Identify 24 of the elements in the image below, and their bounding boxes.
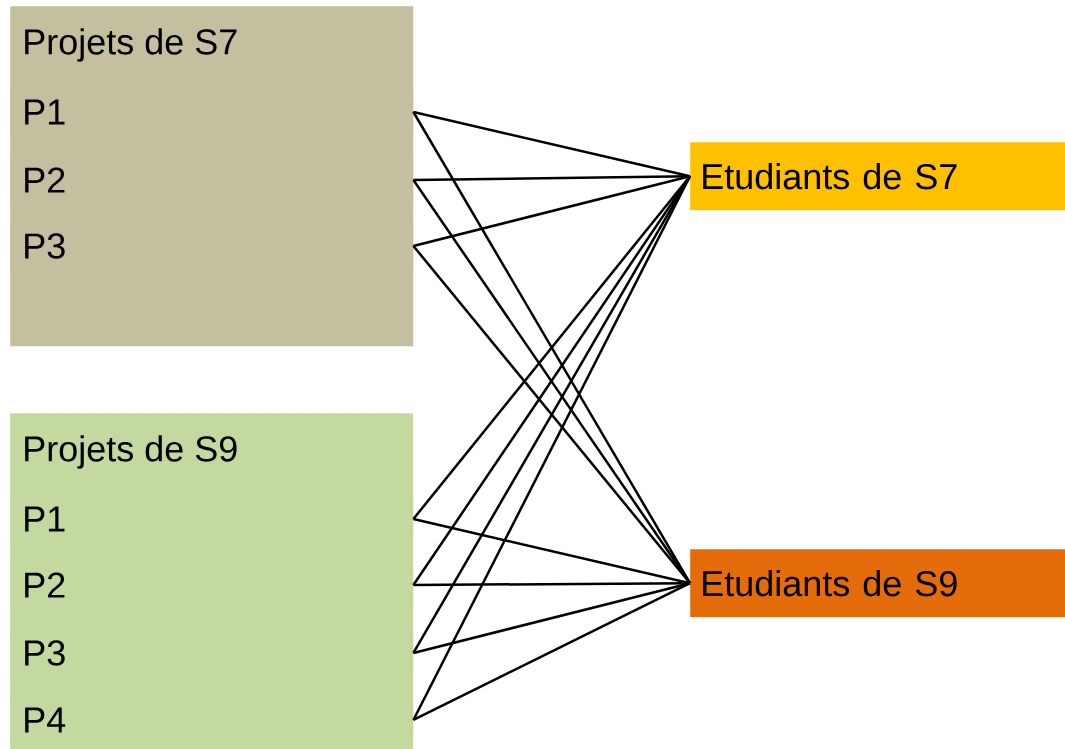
- node-label: P3: [25, 640, 65, 666]
- connector-line: [413, 175, 691, 248]
- project-row: P2: [10, 562, 414, 608]
- node-label: P4: [25, 707, 66, 733]
- connector-line: [413, 110, 691, 178]
- project-row: P3: [10, 223, 414, 269]
- student-box: Etudiants de S7: [690, 142, 1065, 211]
- project-row: P2: [10, 157, 414, 203]
- connector-line: [413, 581, 690, 587]
- connector-line: [412, 175, 691, 520]
- connector-line: [412, 582, 691, 722]
- node-label: P2: [25, 167, 65, 193]
- student-box: Etudiants de S9: [690, 549, 1065, 618]
- node-label: P1: [25, 506, 65, 532]
- node-label: P3: [25, 233, 65, 259]
- project-row: P1: [10, 89, 414, 135]
- node-label: P1: [25, 99, 65, 125]
- project-row: P1: [10, 496, 414, 542]
- project-row: P3: [10, 630, 414, 676]
- connector-line: [412, 245, 691, 584]
- node-label: P2: [25, 572, 65, 598]
- project-row: P4: [10, 697, 414, 743]
- connector-line: [413, 174, 691, 182]
- connector-line: [413, 582, 691, 655]
